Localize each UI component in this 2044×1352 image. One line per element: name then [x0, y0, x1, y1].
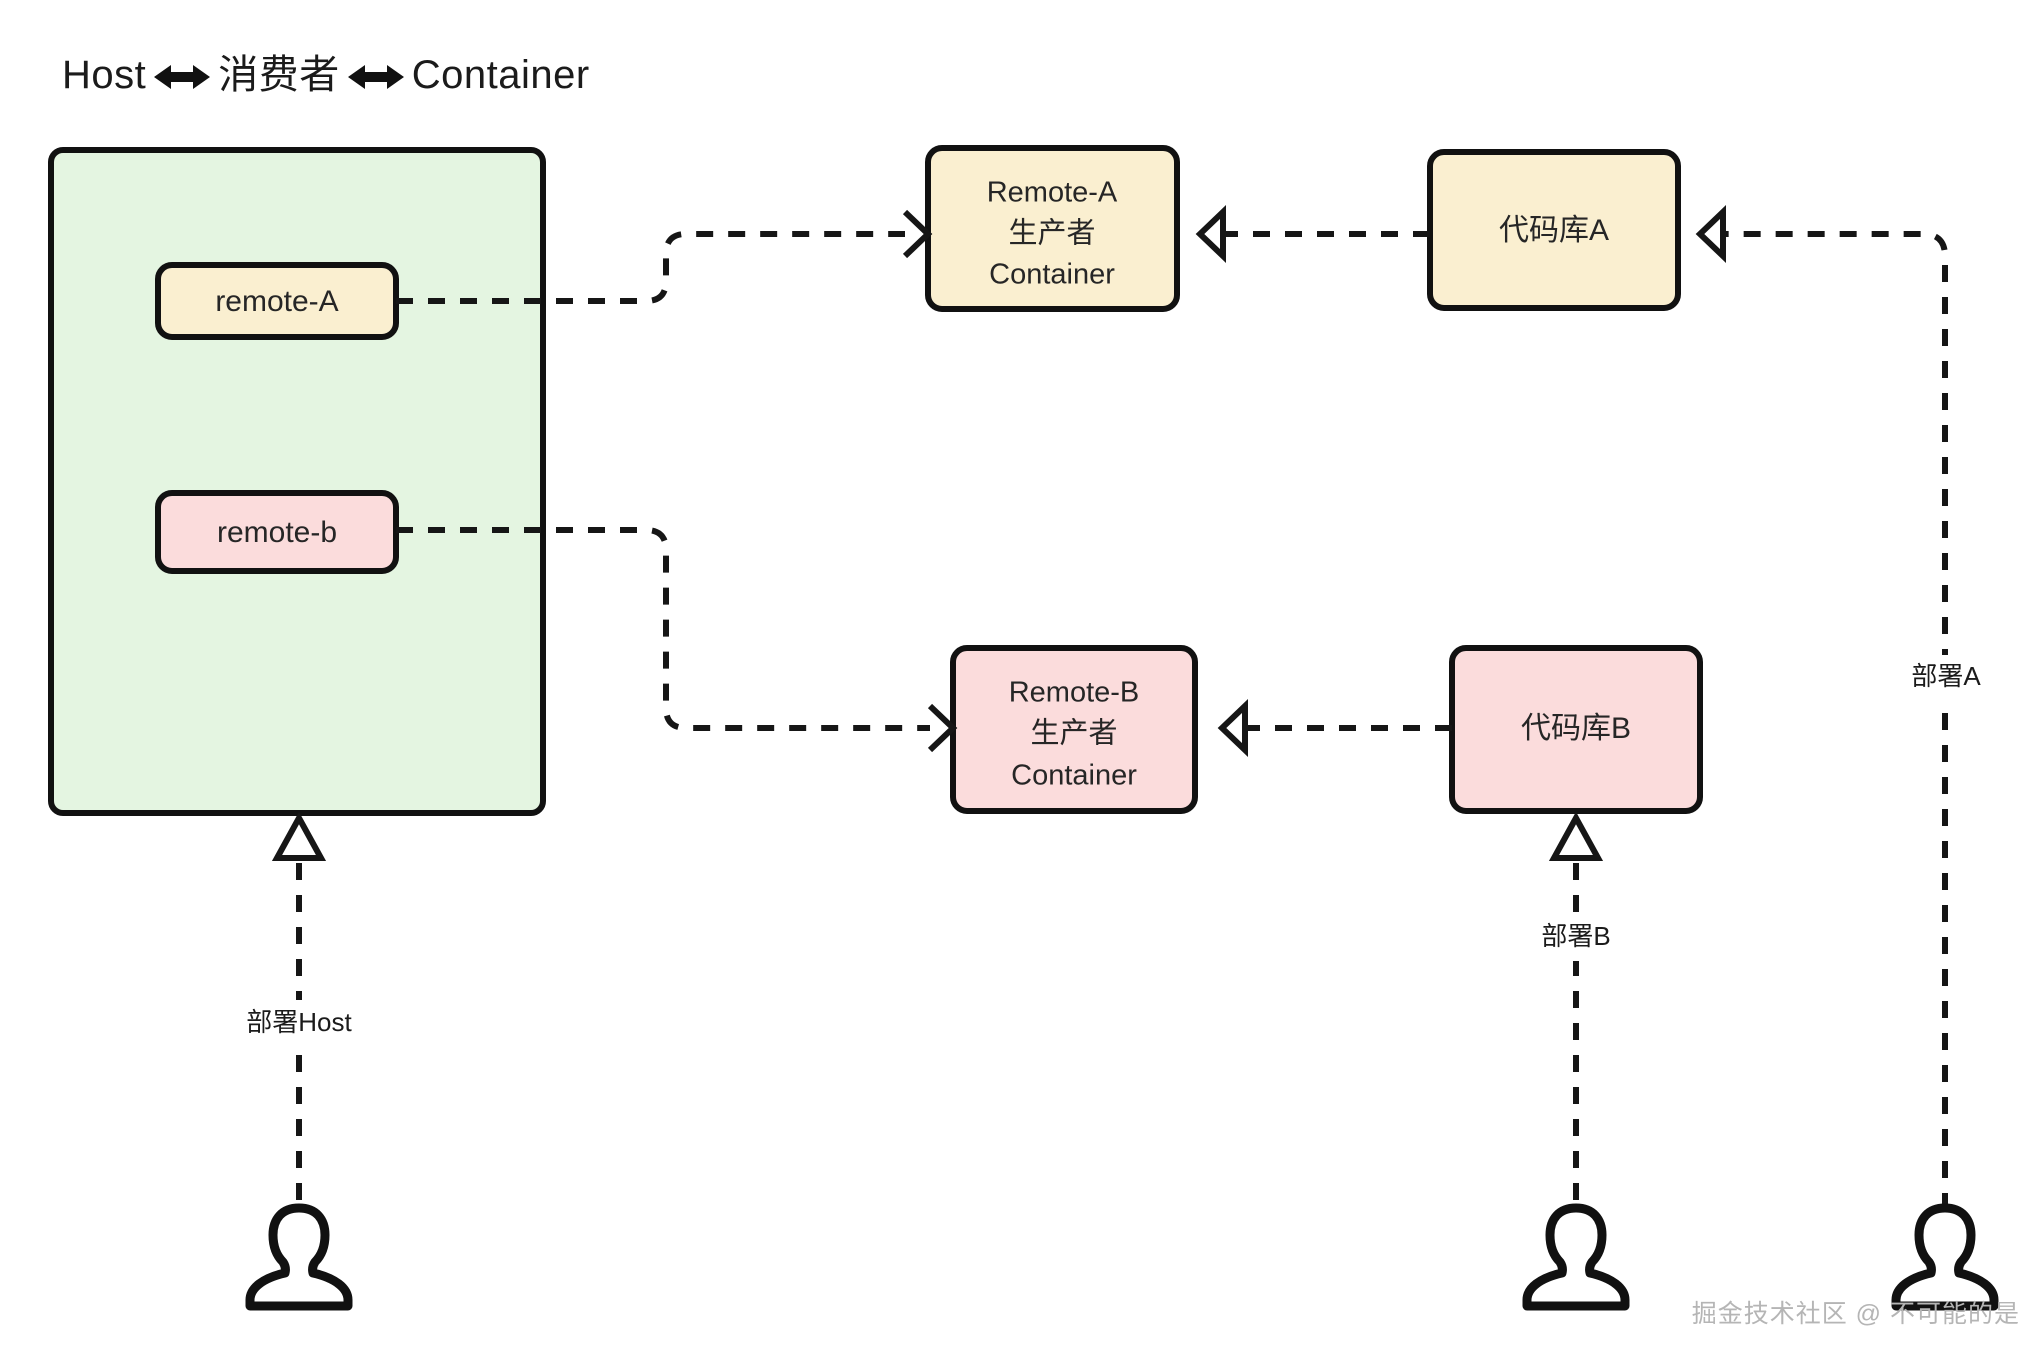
- arrowhead-remote-a-producer-icon: [902, 209, 933, 259]
- watermark-text: 掘金技术社区 @ 不可能的是: [1691, 1300, 2020, 1328]
- title-right-label: Container: [411, 53, 590, 97]
- deploy-a-label: 部署A: [1911, 661, 1981, 691]
- remote-a-chip-label: remote-A: [215, 285, 338, 318]
- repo-a-label: 代码库A: [1499, 214, 1609, 247]
- repo-b-label: 代码库B: [1521, 712, 1631, 745]
- deploy-b-label: 部署B: [1541, 921, 1610, 951]
- remote-a-producer-box[interactable]: [925, 145, 1180, 312]
- remote-a-producer-line3: Container: [989, 259, 1115, 291]
- person-icon-repo-b-deployer[interactable]: [1522, 1203, 1630, 1311]
- arrowhead-deploy-b-icon: [1548, 811, 1604, 861]
- deploy-host-label-bg: [228, 1000, 370, 1046]
- remote-b-chip-label: remote-b: [217, 516, 337, 549]
- deploy-b-label-bg: [1520, 915, 1632, 961]
- edge-deploy-a-line: [1723, 231, 1948, 1210]
- person-icon-host-deployer[interactable]: [245, 1203, 353, 1311]
- title-middle-label: 消费者: [218, 53, 340, 97]
- remote-a-producer-line1: Remote-A: [987, 177, 1118, 209]
- diagram-title-text: Host 消费者 Container: [62, 42, 590, 100]
- double-arrow-icon: [154, 65, 211, 89]
- edge-remote-b-to-producer: [396, 527, 930, 731]
- host-container-box[interactable]: [48, 147, 546, 816]
- deploy-a-label-bg: [1890, 655, 2002, 701]
- remote-b-producer-line2: 生产者: [1030, 717, 1117, 750]
- remote-b-producer-line3: Container: [1011, 760, 1137, 792]
- arrowhead-deploy-host-icon: [271, 811, 327, 861]
- arrowhead-repo-b-to-producer-icon: [1217, 698, 1248, 758]
- remote-b-producer-line1: Remote-B: [1009, 677, 1140, 709]
- arrowhead-deploy-a-icon: [1695, 204, 1726, 264]
- title-left-label: Host: [62, 53, 147, 97]
- arrowhead-repo-a-to-producer-icon: [1195, 204, 1226, 264]
- person-icon-repo-a-deployer[interactable]: [1891, 1203, 1999, 1311]
- double-arrow-icon-2: [347, 65, 404, 89]
- repo-a-box[interactable]: [1427, 149, 1681, 311]
- edge-remote-a-to-producer: [396, 231, 905, 304]
- arrowhead-remote-b-producer-icon: [927, 703, 958, 753]
- remote-a-producer-line2: 生产者: [1008, 217, 1095, 250]
- deploy-host-label: 部署Host: [246, 1007, 352, 1037]
